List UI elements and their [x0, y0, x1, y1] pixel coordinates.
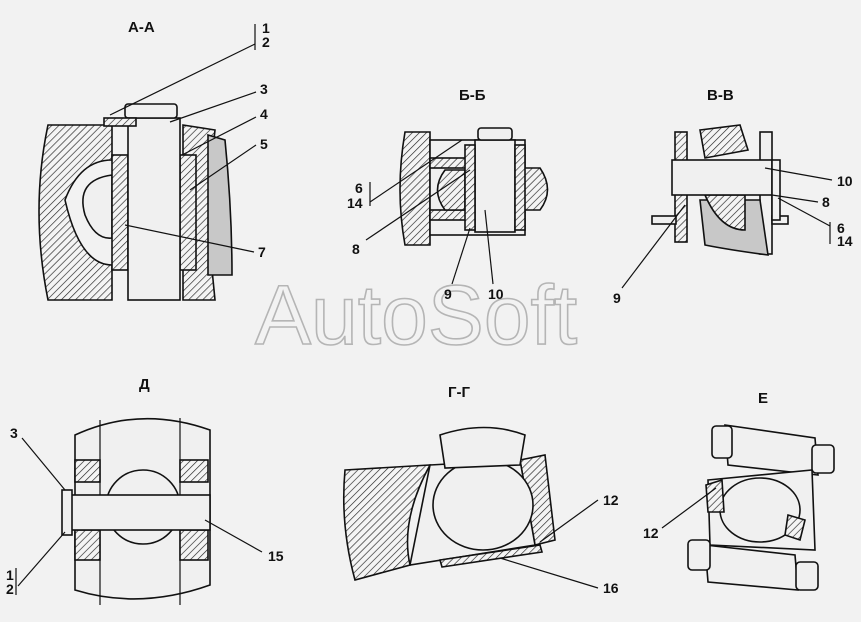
vv-callout-8: 8: [822, 194, 830, 210]
view-aa: А-А 1 2 3 4 5 7: [38, 19, 270, 301]
view-vv-title: В-В: [707, 87, 734, 104]
bb-callout-6: 6: [355, 180, 363, 196]
e-callout-12: 12: [643, 525, 659, 541]
bb-callout-9: 9: [444, 286, 452, 302]
vv-top-block: [699, 124, 750, 159]
view-bb-title: Б-Б: [459, 87, 486, 104]
d-pin-head: [61, 489, 73, 536]
gg-liner: [438, 544, 544, 568]
aa-callout-3: 3: [260, 81, 268, 97]
view-vv: В-В 10 8 6 14 9: [613, 87, 853, 306]
e-seal: [705, 478, 725, 513]
vv-flange-left: [651, 215, 677, 225]
aa-callout-5: 5: [260, 136, 268, 152]
e-bolt-tl: [711, 425, 733, 459]
e-bolt-bl: [687, 539, 711, 571]
bb-flange: [399, 131, 431, 246]
view-gg: Г-Г 12 16: [342, 384, 619, 596]
bb-bushing-l: [464, 144, 476, 231]
d-callout-1: 1: [6, 567, 14, 583]
aa-bushing-left: [111, 154, 129, 271]
view-gg-title: Г-Г: [448, 384, 470, 401]
bb-ball-left: [436, 169, 466, 211]
aa-cap: [124, 103, 178, 119]
watermark: AutoSoft: [255, 268, 577, 362]
aa-callout-1: 1: [262, 20, 270, 36]
vv-ball: [703, 194, 746, 231]
e-bolt-br: [795, 561, 819, 591]
vv-callout-10: 10: [837, 173, 853, 189]
aa-housing: [38, 124, 113, 301]
d-bushing-right: [179, 459, 209, 483]
vv-shaft: [671, 159, 773, 196]
bb-pin: [474, 139, 516, 233]
gg-callout-12: 12: [603, 492, 619, 508]
vv-end-plate: [771, 159, 781, 221]
view-d-title: Д: [139, 376, 150, 393]
gg-ball: [432, 459, 534, 551]
view-e: Е 12: [643, 390, 835, 591]
aa-callout-4: 4: [260, 106, 268, 122]
bb-cap: [477, 127, 513, 141]
gg-top-cap: [439, 426, 526, 469]
d-bushing-left: [74, 459, 101, 483]
d-callout-2: 2: [6, 581, 14, 597]
aa-bushing-right: [179, 154, 197, 271]
d-callout-3: 3: [10, 425, 18, 441]
aa-callout-2: 2: [262, 34, 270, 50]
vv-callout-14: 14: [837, 233, 853, 249]
view-aa-title: А-А: [128, 19, 155, 36]
aa-side-cover: [207, 133, 233, 276]
vv-callout-9: 9: [613, 290, 621, 306]
e-clamp-top: [724, 424, 819, 476]
bb-callout-10: 10: [488, 286, 504, 302]
d-bushing-right-b: [179, 529, 209, 561]
view-e-title: Е: [758, 390, 768, 407]
bb-bushing-r: [514, 144, 526, 231]
e-clamp-bottom: [704, 544, 799, 591]
d-callout-15: 15: [268, 548, 284, 564]
vv-callout-6: 6: [837, 220, 845, 236]
d-pin: [69, 494, 211, 531]
bb-callout-14: 14: [347, 195, 363, 211]
aa-nut: [103, 117, 137, 127]
aa-ball: [82, 174, 113, 239]
e-bolt-tr: [811, 444, 835, 474]
view-d: Д 3 1 2 15: [6, 376, 284, 605]
e-key: [784, 513, 806, 542]
aa-pin: [127, 117, 181, 301]
aa-callout-7: 7: [258, 244, 266, 260]
view-bb: Б-Б 6 14 8 9 10: [347, 87, 549, 302]
d-bushing-left-b: [74, 529, 101, 561]
bb-callout-8: 8: [352, 241, 360, 257]
gg-callout-16: 16: [603, 580, 619, 596]
